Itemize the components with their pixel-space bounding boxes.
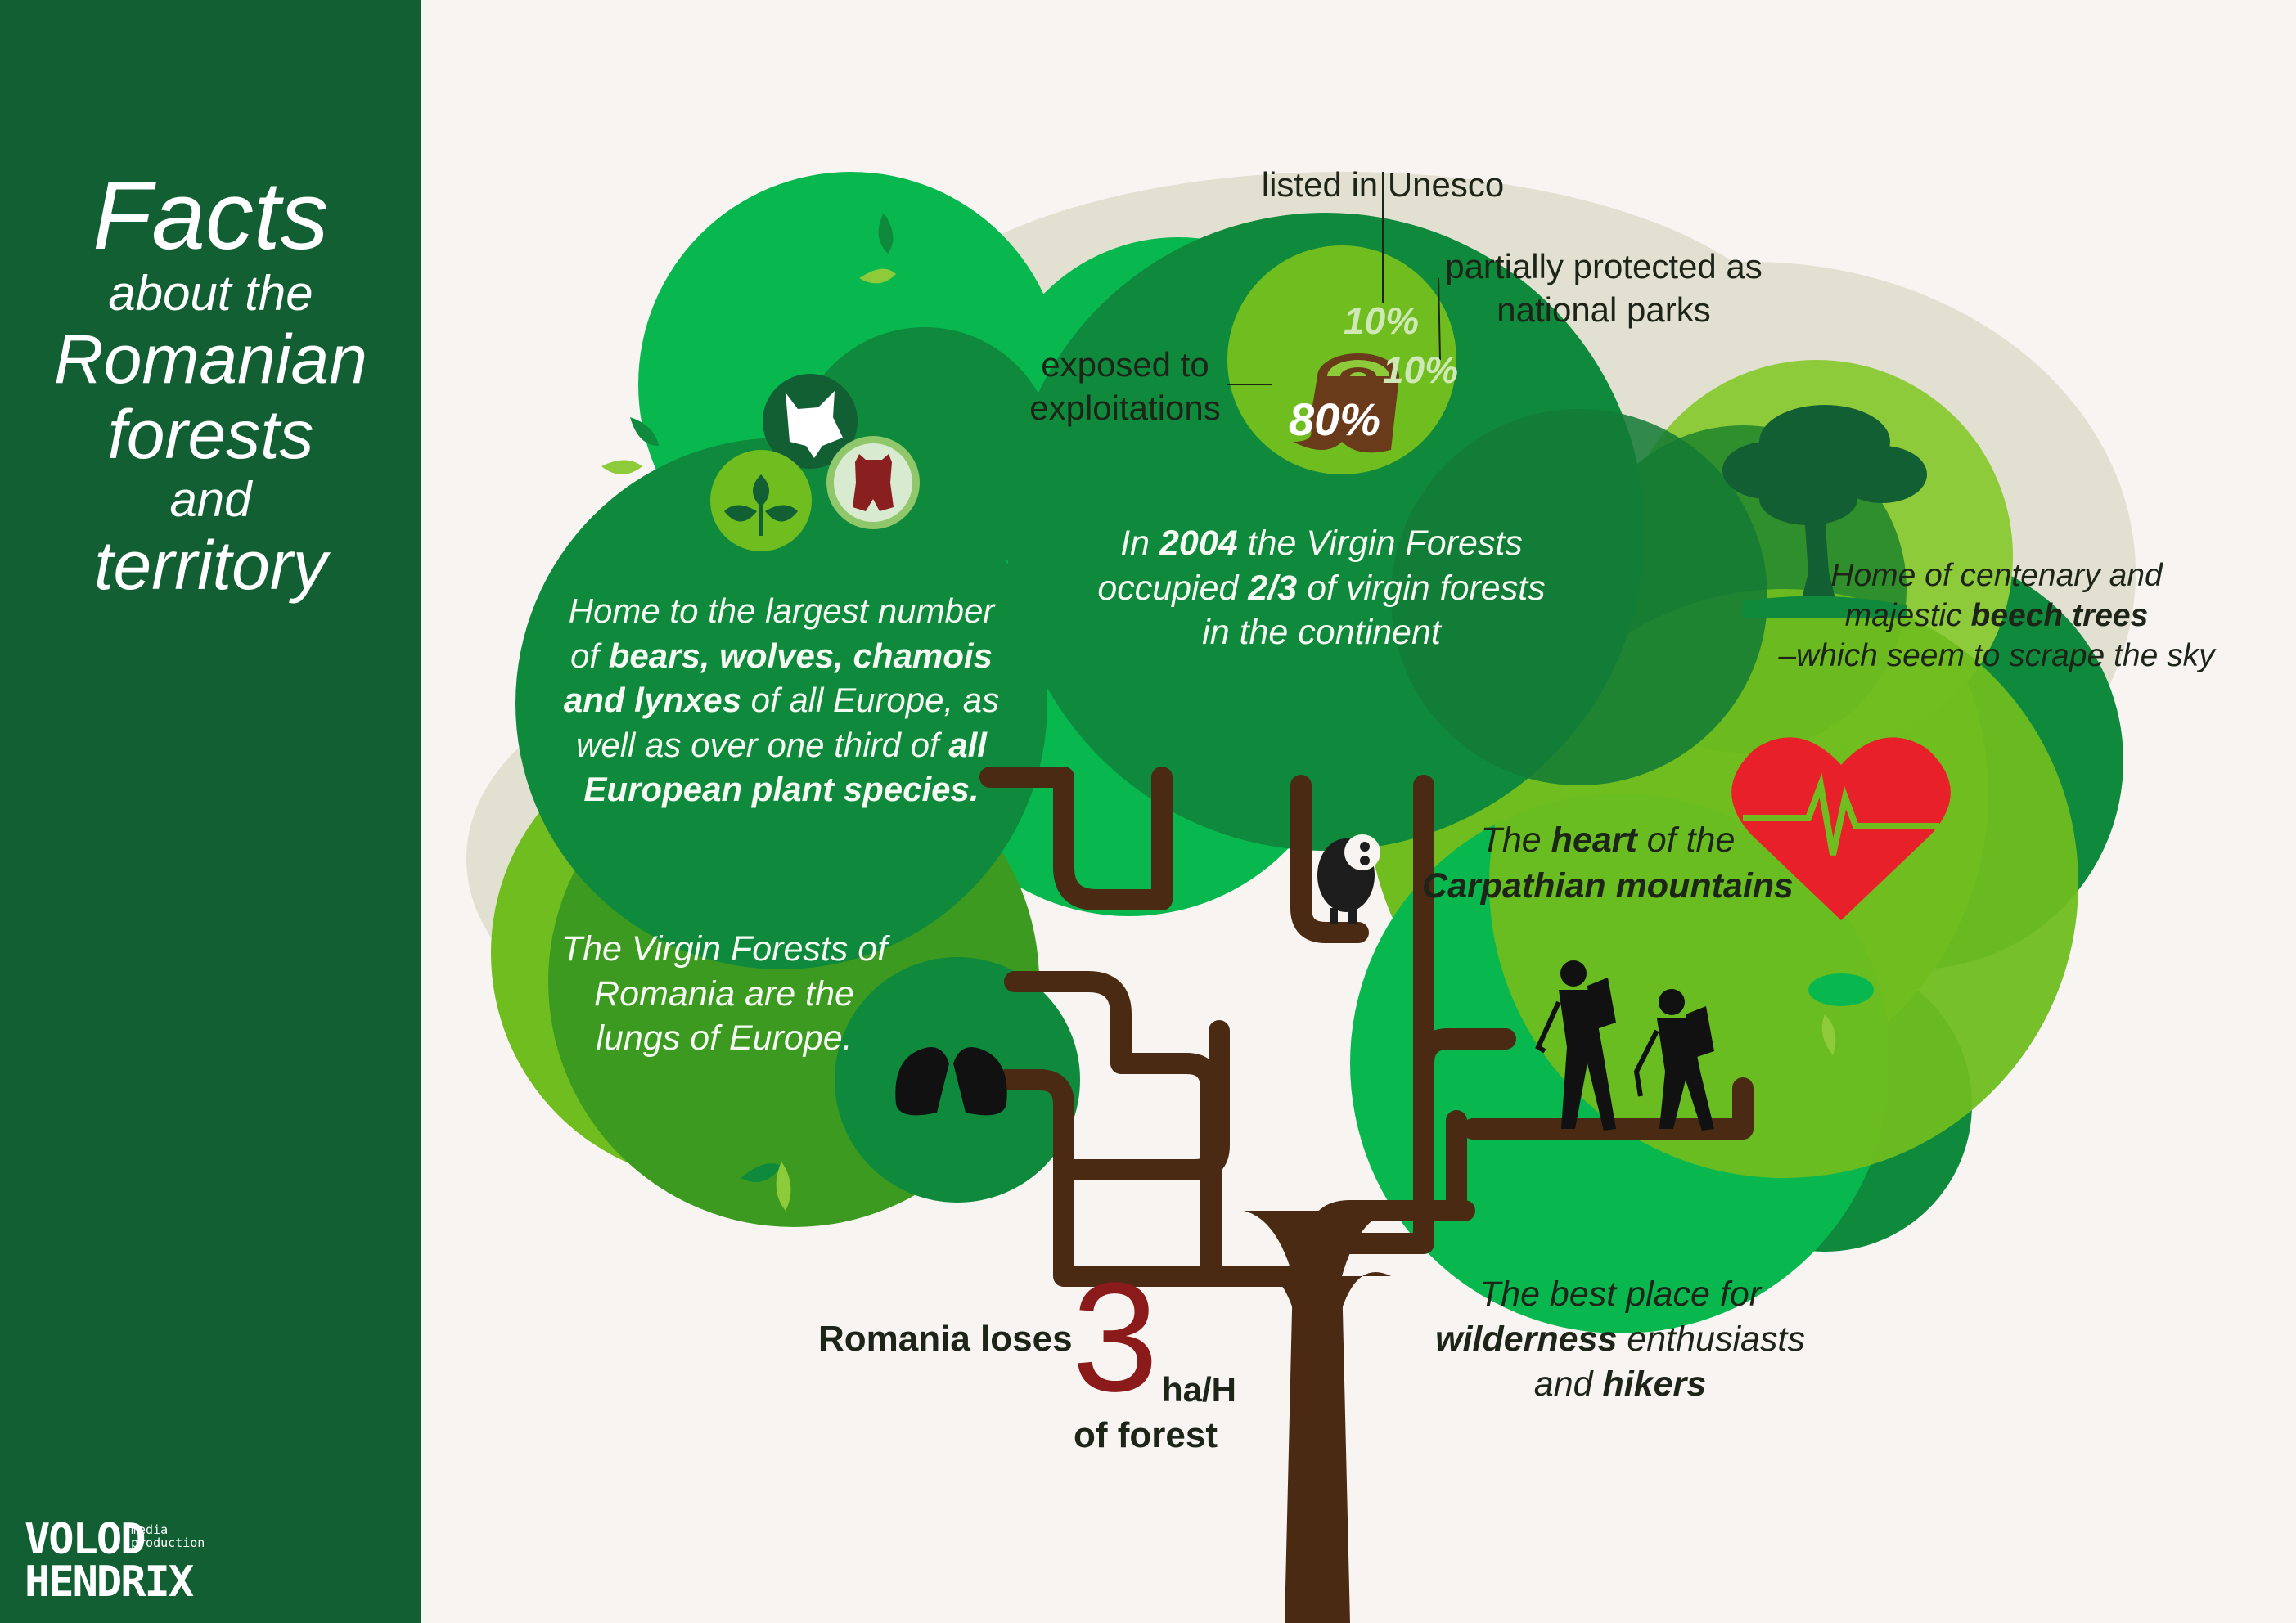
parks-percent: 10% bbox=[1383, 348, 1459, 391]
trunk bbox=[1285, 1276, 1350, 1623]
unesco-label: listed in Unesco bbox=[1261, 165, 1505, 204]
beech-trees-fact: Home of centenary and majestic beech tre… bbox=[1778, 558, 2215, 673]
stump-icon bbox=[1293, 353, 1399, 453]
title-line-1: Facts bbox=[92, 162, 329, 270]
logo-subtitle: media production bbox=[131, 1522, 205, 1550]
leaf-icon bbox=[601, 213, 1836, 1211]
title-line-3: Romanian bbox=[54, 321, 367, 398]
heart-pulse-icon bbox=[1731, 737, 1951, 920]
sidebar: Facts about the Romanian forests and ter… bbox=[0, 0, 421, 1623]
plant-icon bbox=[710, 450, 812, 551]
logo-line-1: VOLOD bbox=[25, 1515, 146, 1564]
title-line-2: about the bbox=[108, 266, 313, 321]
page-title: Facts about the Romanian forests and ter… bbox=[0, 168, 421, 606]
wolf-icon bbox=[763, 374, 858, 469]
hikers-fact: The best place for wilderness enthusiast… bbox=[1435, 1275, 1805, 1405]
lungs-icon bbox=[895, 1018, 1007, 1116]
title-line-5: and bbox=[169, 472, 252, 527]
loss-unit: ha/H bbox=[1162, 1370, 1237, 1409]
loss-prefix: Romania loses bbox=[818, 1319, 1073, 1359]
tree-icon bbox=[1722, 405, 1927, 618]
hikers-icon bbox=[1535, 960, 1714, 1131]
wildlife-fact: Home to the largest number of bears, wol… bbox=[563, 591, 1000, 809]
parks-label: partially protected as national parks bbox=[1445, 247, 1763, 329]
carpathian-heart-fact: The heart of the Carpathian mountains bbox=[1422, 820, 1794, 906]
exploited-label: exposed to exploitations bbox=[1029, 345, 1221, 427]
logo-line-2: HENDRIX bbox=[25, 1558, 194, 1607]
exploited-percent: 80% bbox=[1289, 393, 1381, 445]
lungs-of-europe-fact: The Virgin Forests of Romania are the lu… bbox=[560, 929, 888, 1059]
bear-icon bbox=[826, 436, 920, 529]
brand-logo: VOLOD HENDRIX media production bbox=[25, 1515, 205, 1607]
unesco-percent: 10% bbox=[1344, 299, 1420, 342]
label-connectors bbox=[1227, 172, 1441, 385]
title-line-4: forests bbox=[107, 396, 314, 473]
loss-suffix: of forest bbox=[1074, 1415, 1218, 1455]
owl-icon bbox=[1317, 834, 1380, 924]
tree-illustration bbox=[466, 172, 2136, 1623]
loss-number: 3 bbox=[1072, 1251, 1159, 1424]
title-line-6: territory bbox=[94, 527, 327, 604]
virgin-forests-2004-fact: In 2004 the Virgin Forests occupied 2/3 … bbox=[1097, 524, 1546, 653]
